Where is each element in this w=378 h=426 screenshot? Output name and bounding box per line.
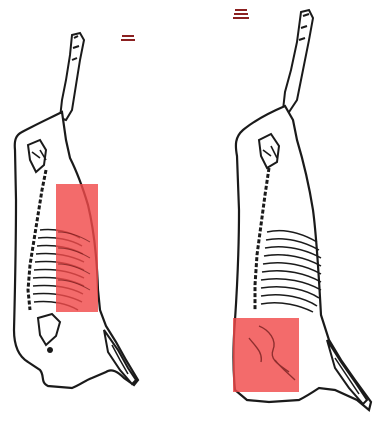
carcass-left-svg xyxy=(0,0,189,426)
hind-shank-right xyxy=(283,10,313,112)
carcass-diagram-right xyxy=(189,0,378,426)
marker-glyph-right xyxy=(233,10,249,18)
carcass-right-svg xyxy=(189,0,378,426)
hind-shank-left xyxy=(60,33,84,120)
marker-glyph-left xyxy=(121,36,135,40)
carcass-diagram-left xyxy=(0,0,189,426)
